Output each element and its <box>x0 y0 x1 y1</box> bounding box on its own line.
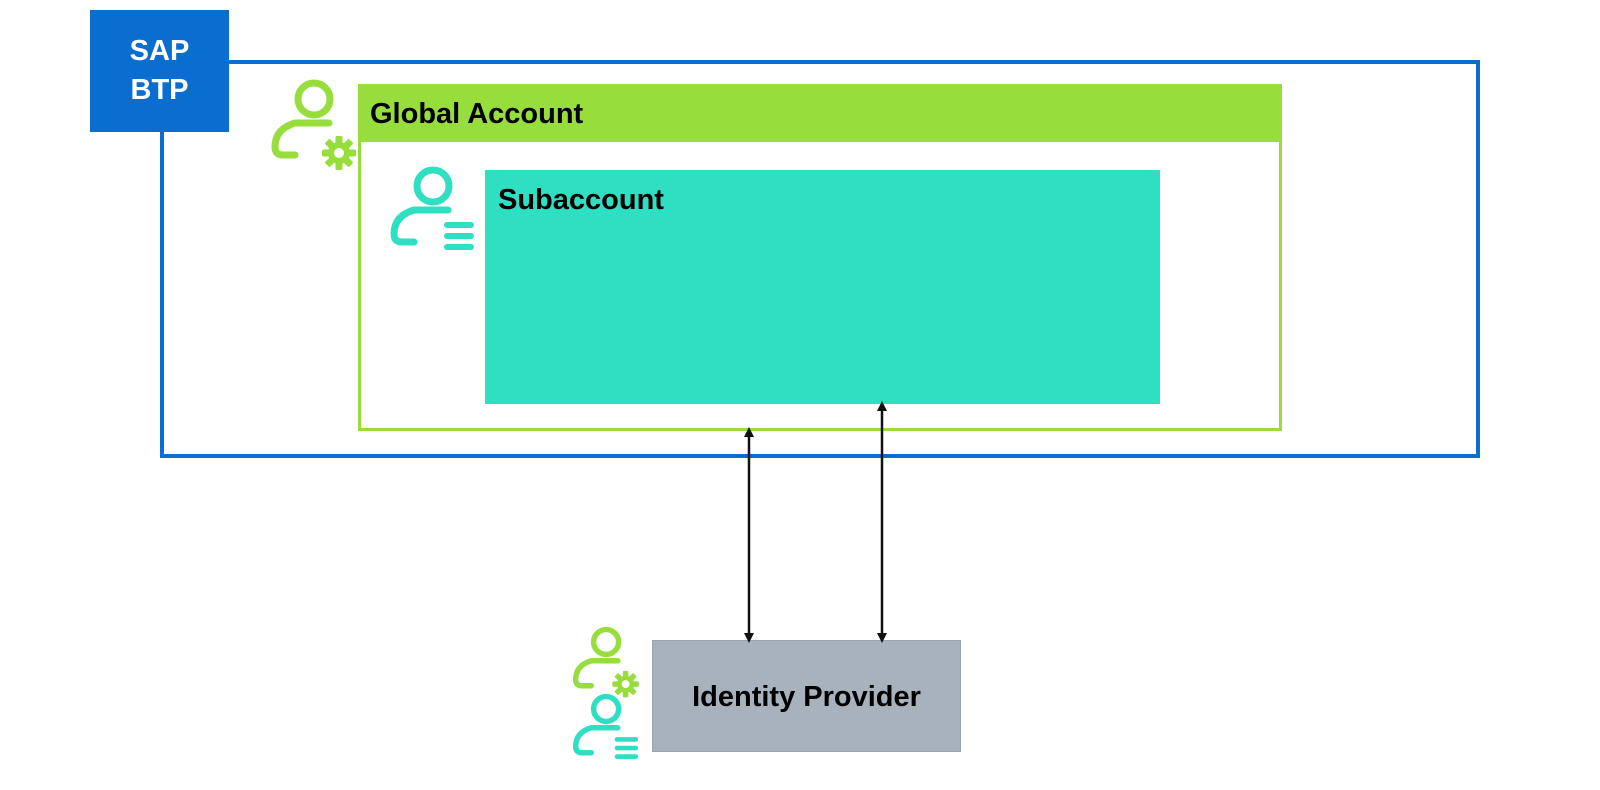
identity-provider-title: Identity Provider <box>692 681 921 713</box>
global-account-header: Global Account <box>358 84 1282 142</box>
global-account-title: Global Account <box>370 98 584 130</box>
subaccount-title: Subaccount <box>498 184 664 216</box>
idp-user-list-icon <box>576 697 638 759</box>
sap-btp-label-line1: SAP <box>129 35 190 67</box>
identity-provider-box: Identity Provider <box>652 640 961 752</box>
subaccount-box <box>485 170 1160 404</box>
idp-user-settings-icon <box>576 630 639 698</box>
sap-btp-badge: SAP BTP <box>90 10 229 132</box>
sap-btp-frame <box>160 60 1480 458</box>
sap-btp-label-line2: BTP <box>130 74 189 106</box>
